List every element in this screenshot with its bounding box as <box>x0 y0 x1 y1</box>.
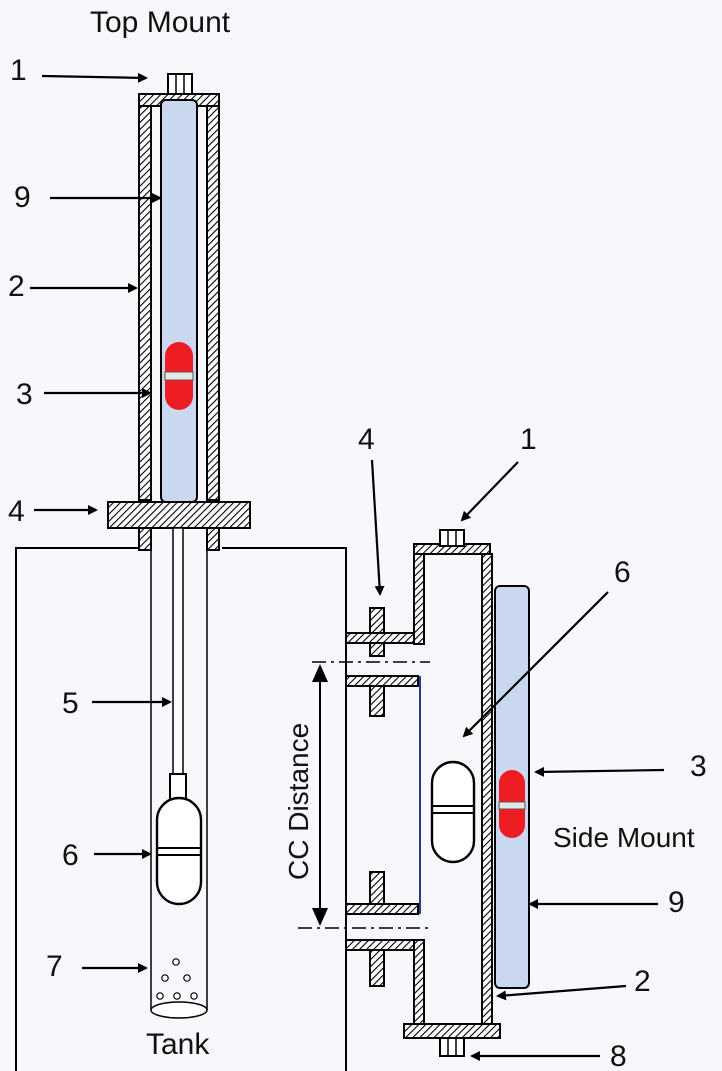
stilling-well-end <box>150 1001 208 1019</box>
side-chamber-wall-right <box>481 553 493 1025</box>
svg-text:5: 5 <box>62 687 79 720</box>
lower-nozzle-pipe-top <box>345 903 419 915</box>
svg-text:1: 1 <box>10 54 27 87</box>
svg-text:6: 6 <box>614 556 631 589</box>
float-rod <box>172 527 184 775</box>
top-mount-title: Top Mount <box>90 6 231 39</box>
side-callout-4: 4 <box>358 423 385 596</box>
top-callout-4: 4 <box>8 495 98 528</box>
vent-holes <box>156 958 198 1000</box>
side-top-nut <box>439 529 465 547</box>
svg-text:3: 3 <box>16 378 33 411</box>
top-callout-2: 2 <box>8 270 138 303</box>
side-mount-assembly <box>298 529 530 1057</box>
chamber-wall-right <box>206 105 220 501</box>
top-callout-6: 6 <box>62 839 152 872</box>
tank-label: Tank <box>146 1028 210 1061</box>
side-callout-1: 1 <box>460 423 537 522</box>
side-indicator-band <box>498 801 526 810</box>
svg-text:2: 2 <box>8 270 25 303</box>
upper-nozzle-pipe-top <box>345 632 419 644</box>
chamber-wall-left <box>138 105 152 501</box>
indicator-band <box>164 371 194 381</box>
svg-text:3: 3 <box>690 750 707 783</box>
top-callout-3: 3 <box>16 378 152 411</box>
upper-nozzle-pipe-bottom <box>345 675 419 687</box>
top-callout-1: 1 <box>10 54 148 87</box>
top-callout-5: 5 <box>62 687 172 720</box>
lower-nozzle-pipe-bottom <box>345 939 419 951</box>
svg-text:9: 9 <box>14 181 31 214</box>
top-callout-7: 7 <box>46 950 148 983</box>
svg-text:1: 1 <box>520 423 537 456</box>
flange-neck-right <box>206 527 220 551</box>
rod-coupling <box>169 773 187 801</box>
side-callout-6: 6 <box>462 556 631 738</box>
side-chamber-bottom-cap <box>403 1023 501 1039</box>
top-cap-nut <box>167 73 193 95</box>
top-mount-assembly <box>15 73 347 1071</box>
svg-text:9: 9 <box>668 886 685 919</box>
glass-tube <box>160 99 198 503</box>
svg-text:4: 4 <box>358 423 375 456</box>
svg-text:7: 7 <box>46 950 63 983</box>
cc-distance-label: CC Distance <box>283 723 314 880</box>
side-callout-2: 2 <box>496 965 651 1001</box>
side-callout-9: 9 <box>528 886 685 919</box>
svg-text:2: 2 <box>634 965 651 998</box>
top-mount-float <box>155 796 203 906</box>
svg-text:6: 6 <box>62 839 79 872</box>
side-callout-8: 8 <box>470 1040 627 1071</box>
mounting-flange <box>107 501 251 529</box>
top-callout-9: 9 <box>14 181 162 214</box>
side-mount-title: Side Mount <box>553 822 695 853</box>
svg-text:4: 4 <box>8 495 25 528</box>
drain-plug <box>439 1037 465 1057</box>
side-callout-3: 3 <box>534 750 707 783</box>
side-chamber-wall-left-upper <box>413 553 425 645</box>
flange-neck-left <box>138 527 152 551</box>
svg-text:8: 8 <box>610 1040 627 1071</box>
tank-outline <box>15 547 347 1071</box>
side-chamber-wall-left-lower <box>413 939 425 1025</box>
